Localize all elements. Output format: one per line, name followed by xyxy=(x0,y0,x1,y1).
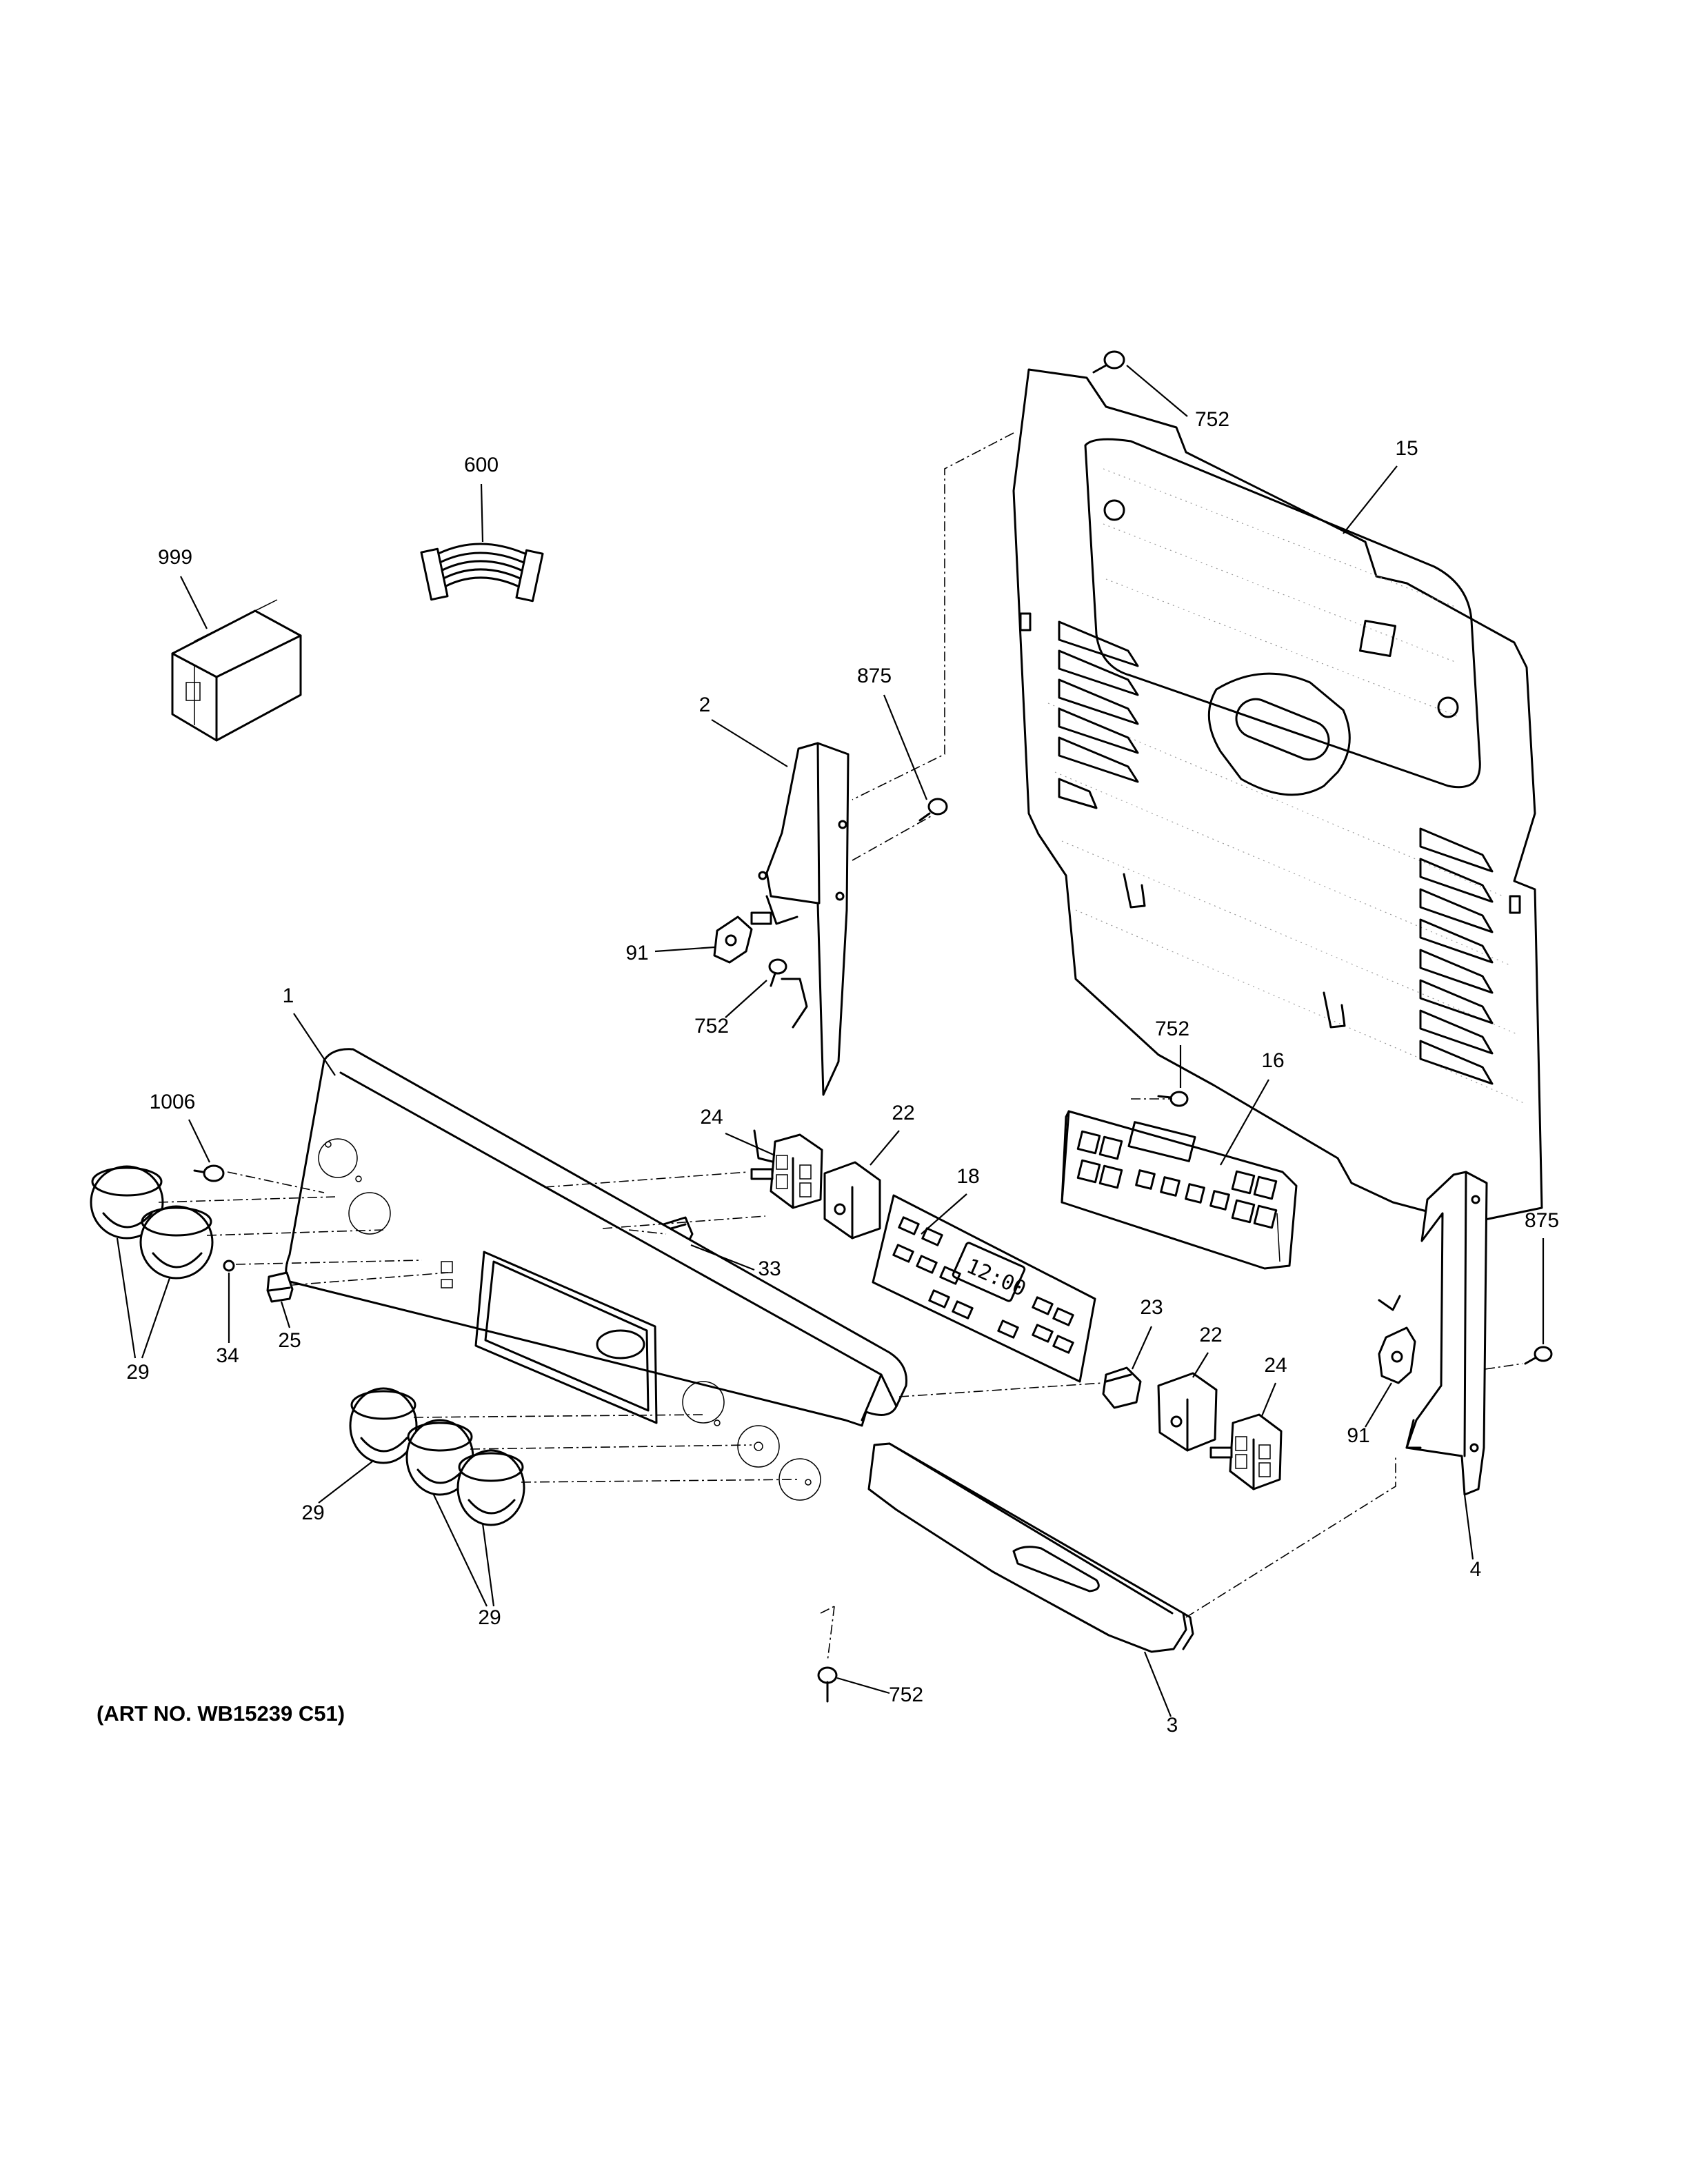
part-752-screw-bracket xyxy=(768,958,787,987)
callout-c91a: 91 xyxy=(625,942,648,964)
part-999-carton xyxy=(171,599,302,742)
part-1-control-panel xyxy=(285,1048,907,1501)
part-24-switch-lower xyxy=(1209,1413,1283,1490)
callout-c91b: 91 xyxy=(1347,1424,1369,1447)
callout-c875b: 875 xyxy=(1525,1209,1559,1232)
part-25-switch xyxy=(266,1271,294,1303)
vent-louvers-left xyxy=(1058,620,1139,809)
callout-c24a: 24 xyxy=(700,1106,723,1129)
part-1006-screw xyxy=(193,1164,225,1182)
callout-c4: 4 xyxy=(1470,1558,1482,1581)
callout-c875a: 875 xyxy=(857,665,892,687)
callout-c752d: 752 xyxy=(889,1684,923,1706)
part-91-clip-lower xyxy=(1378,1326,1416,1384)
part-29-knob-lower-c xyxy=(456,1449,525,1526)
callout-c29b: 29 xyxy=(301,1502,324,1524)
part-91-clip-upper xyxy=(713,916,753,964)
part-29-knob-left-b xyxy=(139,1205,214,1280)
callout-c752b: 752 xyxy=(694,1015,729,1038)
part-22-switch-lower xyxy=(1157,1372,1218,1452)
part-22-switch-upper xyxy=(823,1161,881,1240)
callout-c752c: 752 xyxy=(1155,1018,1189,1040)
part-875-screw-lower xyxy=(1524,1346,1553,1365)
callout-c752a: 752 xyxy=(1195,408,1229,431)
part-15-back-panel xyxy=(1012,368,1543,1226)
callout-c3: 3 xyxy=(1167,1714,1178,1737)
callout-c22a: 22 xyxy=(892,1102,914,1124)
vent-louvers-right xyxy=(1419,827,1494,1085)
callout-c29c: 29 xyxy=(478,1606,501,1629)
part-29-knob-left-a xyxy=(90,1165,164,1240)
callout-c18: 18 xyxy=(956,1165,979,1188)
part-4-right-bracket xyxy=(1378,1171,1488,1496)
part-875-screw-upper xyxy=(918,798,948,822)
callout-c1: 1 xyxy=(283,984,294,1007)
part-752-screw-bottom xyxy=(817,1666,838,1703)
part-29-knob-lower-b xyxy=(405,1419,474,1496)
assembly-lines xyxy=(158,432,1523,1662)
callout-c16: 16 xyxy=(1261,1049,1284,1072)
part-752-screw-top xyxy=(1092,350,1125,374)
callout-c29a: 29 xyxy=(126,1361,149,1384)
callout-c999: 999 xyxy=(158,546,192,569)
callout-c33: 33 xyxy=(758,1257,781,1280)
part-23-switch xyxy=(1102,1366,1142,1409)
callout-c15: 15 xyxy=(1395,437,1418,460)
part-34-spacer xyxy=(223,1260,235,1272)
callout-c1006: 1006 xyxy=(150,1091,196,1113)
callout-c24b: 24 xyxy=(1264,1354,1287,1377)
callout-c2: 2 xyxy=(699,694,711,716)
callout-c23: 23 xyxy=(1140,1296,1163,1319)
part-24-switch-upper xyxy=(750,1133,823,1209)
part-600-harness xyxy=(420,543,544,603)
part-16-control-board xyxy=(1061,1110,1298,1270)
callout-c25: 25 xyxy=(278,1329,301,1352)
part-2-left-bracket xyxy=(750,742,850,1166)
callout-c22b: 22 xyxy=(1199,1324,1222,1346)
part-3-trim-bottom xyxy=(867,1442,1194,1653)
callout-c600: 600 xyxy=(464,454,499,476)
callout-c34: 34 xyxy=(216,1344,239,1367)
part-29-knob-lower-a xyxy=(349,1387,418,1464)
callout-labels: 999 600 752 15 875 2 91 752 1 752 16 1006 24 22 18 875 3… xyxy=(126,408,1559,1737)
callout-leaders xyxy=(116,365,1545,1717)
control-panel-dial-marks xyxy=(318,1138,821,1501)
art-number-label: (ART NO. WB15239 C51) xyxy=(97,1701,345,1726)
part-18-keypad-overlay: 12:00 xyxy=(872,1194,1096,1383)
